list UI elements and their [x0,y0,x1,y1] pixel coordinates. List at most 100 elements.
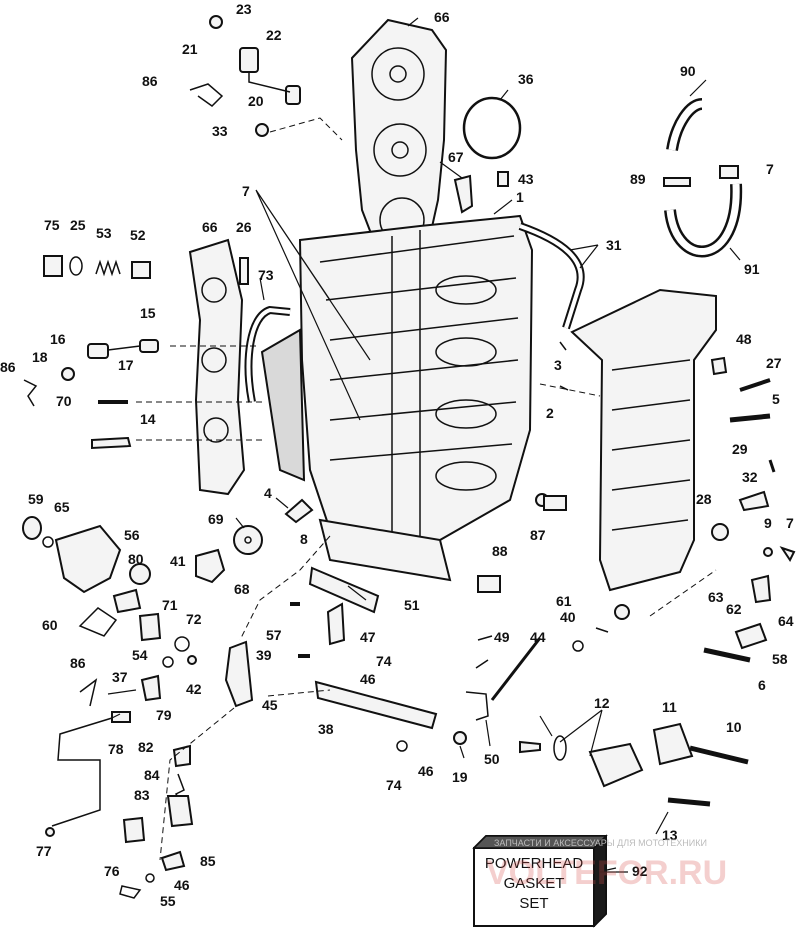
callout-68: 68 [234,581,250,597]
callout-6: 6 [758,677,766,693]
callout-89: 89 [630,171,646,187]
callout-13: 13 [662,827,678,843]
kit-label-line2: GASKET [504,875,565,892]
callout-73: 73 [258,267,274,283]
callout-22: 22 [266,27,282,43]
callout-88: 88 [492,543,508,559]
callout-60: 60 [42,617,58,633]
callout-86c: 86 [70,655,86,671]
callout-66b: 66 [202,219,218,235]
callout-39: 39 [256,647,272,663]
callout-46c: 46 [174,877,190,893]
callout-54: 54 [132,647,148,663]
callout-28: 28 [696,491,712,507]
callout-86: 86 [142,73,158,89]
callout-47: 47 [360,629,376,645]
callout-37: 37 [112,669,128,685]
kit-label-line3: SET [519,895,548,912]
callout-7: 7 [242,183,250,199]
callout-67: 67 [448,149,464,165]
hose-73-inner [246,307,291,403]
watermark-caption: ЗАПЧАСТИ И АКСЕССУАРЫ ДЛЯ МОТОТЕХНИКИ [494,838,707,848]
callout-41: 41 [170,553,186,569]
callout-59: 59 [28,491,44,507]
callout-18: 18 [32,349,48,365]
callout-14: 14 [140,411,156,427]
callout-51: 51 [404,597,420,613]
leader-lines [107,17,741,873]
callout-91: 91 [744,261,760,277]
callout-71: 71 [162,597,178,613]
cylinder-head-gasket-upper [350,18,448,252]
callout-78: 78 [108,741,124,757]
callout-64: 64 [778,613,794,629]
watermark-site: VOLTEFOR.RU [486,854,727,892]
callout-38: 38 [318,721,334,737]
callout-75: 75 [44,217,60,233]
callout-57: 57 [266,627,282,643]
callout-80: 80 [128,551,144,567]
callout-12: 12 [594,695,610,711]
callout-85: 85 [200,853,216,869]
callout-31: 31 [606,237,622,253]
callout-84: 84 [144,767,160,783]
callout-70: 70 [56,393,72,409]
hose-91-inner [666,183,740,255]
callout-25: 25 [70,217,86,233]
callout-74b: 74 [386,777,402,793]
callout-42: 42 [186,681,202,697]
callout-74: 74 [376,653,392,669]
callout-77: 77 [36,843,52,859]
callout-17: 17 [118,357,134,373]
callout-1: 1 [516,189,524,205]
callout-labels: 23 66 21 22 86 20 36 90 33 67 43 7 1 89 … [0,1,794,909]
callout-61: 61 [556,593,572,609]
cylinder-head-side [188,238,246,496]
kit-label-line1: POWERHEAD [485,855,584,872]
callout-10: 10 [726,719,742,735]
callout-83: 83 [134,787,150,803]
callout-15: 15 [140,305,156,321]
callout-29: 29 [732,441,748,457]
callout-45: 45 [262,697,278,713]
callout-69: 69 [208,511,224,527]
exhaust-manifold [570,288,717,592]
callout-23: 23 [236,1,252,17]
callout-58: 58 [772,651,788,667]
callout-5: 5 [772,391,780,407]
callout-33: 33 [212,123,228,139]
callout-50: 50 [484,751,500,767]
callout-48: 48 [736,331,752,347]
callout-62: 62 [726,601,742,617]
callout-65: 65 [54,499,70,515]
callout-16: 16 [50,331,66,347]
routing-lines [136,117,717,861]
callout-43: 43 [518,171,534,187]
callout-32: 32 [742,469,758,485]
callout-36: 36 [518,71,534,87]
callout-52: 52 [130,227,146,243]
callout-20: 20 [248,93,264,109]
callout-87: 87 [530,527,546,543]
callout-86b: 86 [0,359,16,375]
callout-72: 72 [186,611,202,627]
callout-66: 66 [434,9,450,25]
callout-8: 8 [300,531,308,547]
callout-26: 26 [236,219,252,235]
callout-90: 90 [680,63,696,79]
callout-3: 3 [554,357,562,373]
callout-7b: 7 [766,161,774,177]
o-ring [462,96,522,160]
callout-92: 92 [632,863,648,879]
callout-2: 2 [546,405,554,421]
callout-21: 21 [182,41,198,57]
gasket-kit-box: POWERHEAD GASKET SET [472,834,628,928]
callout-55: 55 [160,893,176,909]
cylinder-block [260,214,534,582]
callout-7c: 7 [786,515,794,531]
callout-40: 40 [560,609,576,625]
hose-31-inner [519,224,583,329]
callout-63: 63 [708,589,724,605]
callout-11: 11 [662,699,677,715]
